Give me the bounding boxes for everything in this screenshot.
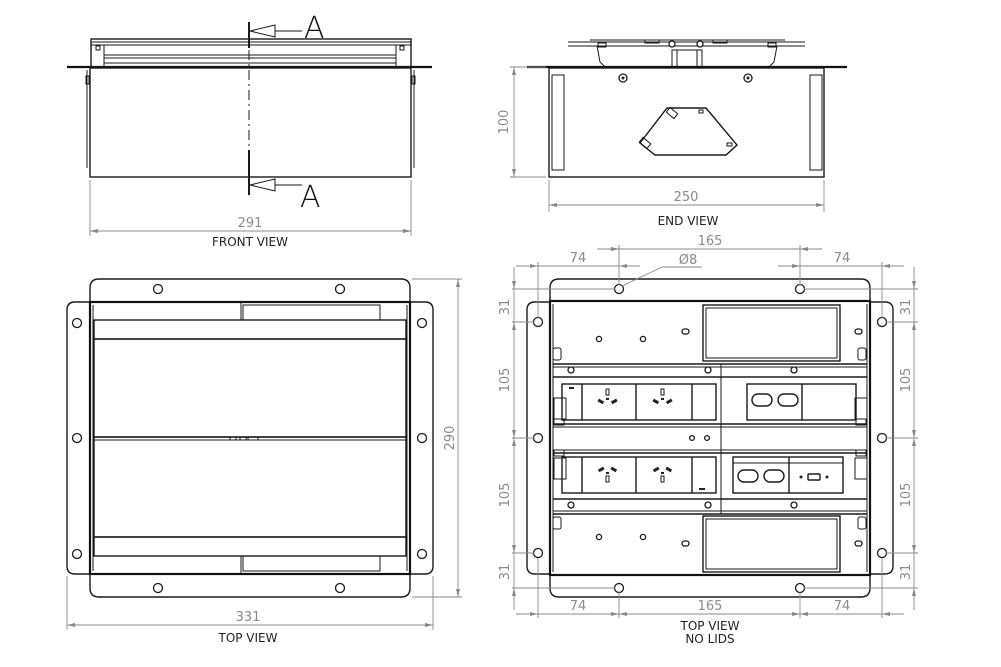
power-outlet-icon bbox=[652, 388, 673, 405]
left-dim-3: 105 bbox=[498, 483, 513, 508]
data-port-icon bbox=[737, 469, 759, 483]
left-dim-1: 31 bbox=[498, 299, 513, 316]
right-dim-2: 105 bbox=[899, 368, 914, 393]
top-view-no-lids-label-line2: NO LIDS bbox=[685, 632, 734, 646]
end-view-label: END VIEW bbox=[658, 214, 719, 228]
right-dim-1: 31 bbox=[899, 299, 914, 316]
end-view-height-dim: 100 bbox=[497, 110, 512, 135]
power-outlet-icon bbox=[597, 466, 618, 483]
bottom-dim-middle: 165 bbox=[698, 599, 723, 614]
lower-right-data-module bbox=[732, 456, 844, 494]
data-port-icon bbox=[763, 469, 785, 483]
left-dim-2: 105 bbox=[498, 368, 513, 393]
front-view: A A 291 FRONT VIEW bbox=[67, 11, 432, 249]
upper-right-data-module bbox=[746, 383, 857, 421]
end-view-width-dim: 250 bbox=[674, 190, 699, 205]
top-view-label: TOP VIEW bbox=[217, 631, 277, 645]
upper-left-power-module bbox=[561, 383, 717, 421]
lower-left-power-module bbox=[561, 456, 717, 494]
left-dim-4: 31 bbox=[498, 564, 513, 581]
top-dim-middle: 165 bbox=[698, 234, 723, 249]
power-outlet-icon bbox=[652, 466, 673, 483]
front-view-label: FRONT VIEW bbox=[212, 235, 288, 249]
hole-diameter-callout: Ø8 bbox=[679, 253, 698, 268]
bottom-dim-left: 74 bbox=[570, 599, 587, 614]
right-dim-4: 31 bbox=[899, 564, 914, 581]
top-dim-right: 74 bbox=[834, 251, 851, 266]
top-view: 290 331 TOP VIEW bbox=[66, 278, 462, 645]
top-view-no-lids: 165 74 74 Ø8 74 165 74 bbox=[498, 234, 918, 646]
power-outlet-icon bbox=[597, 388, 618, 405]
top-view-no-lids-label-line1: TOP VIEW bbox=[679, 619, 739, 633]
bottom-dim-right: 74 bbox=[834, 599, 851, 614]
vga-port-icon bbox=[799, 473, 829, 481]
section-marker-a-top: A bbox=[304, 11, 325, 46]
right-dim-3: 105 bbox=[899, 483, 914, 508]
data-port-icon bbox=[751, 393, 773, 407]
section-marker-a-bottom: A bbox=[300, 180, 321, 215]
top-view-width-dim: 331 bbox=[236, 610, 261, 625]
top-view-height-dim: 290 bbox=[443, 426, 458, 451]
end-view: 100 250 END VIEW bbox=[497, 39, 847, 228]
top-dim-left: 74 bbox=[570, 251, 587, 266]
data-port-icon bbox=[777, 393, 799, 407]
front-view-width-dim: 291 bbox=[238, 216, 263, 231]
